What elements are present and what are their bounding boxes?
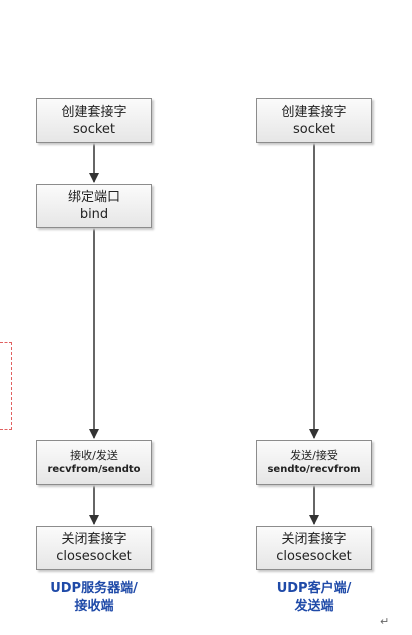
server-caption-line2: 接收端	[74, 599, 114, 614]
paragraph-mark-icon: ↵	[380, 615, 390, 628]
server-socket-zh: 创建套接字	[61, 104, 127, 120]
server-socket-en: socket	[72, 121, 116, 137]
server-bind-zh: 绑定端口	[67, 190, 120, 205]
server-recv-en: recvfrom/sendto	[47, 463, 141, 475]
client-close-box: 关闭套接字 closesocket	[256, 526, 372, 570]
dashed-selection-edge	[0, 342, 12, 430]
client-send-zh: 发送/接受	[290, 448, 338, 462]
server-bind-en: bind	[79, 207, 109, 222]
server-socket-box: 创建套接字 socket	[36, 98, 152, 143]
client-close-zh: 关闭套接字	[281, 532, 347, 547]
client-caption-line2: 发送端	[294, 599, 334, 614]
server-bind-box: 绑定端口 bind	[36, 184, 152, 228]
server-caption: UDP服务器端/ 接收端	[34, 580, 154, 616]
server-close-zh: 关闭套接字	[61, 532, 127, 547]
server-close-en: closesocket	[56, 549, 132, 564]
client-caption-line1: UDP客户端/	[276, 581, 352, 596]
client-socket-box: 创建套接字 socket	[256, 98, 372, 143]
client-socket-en: socket	[292, 121, 336, 137]
client-send-box: 发送/接受 sendto/recvfrom	[256, 440, 372, 485]
client-caption: UDP客户端/ 发送端	[254, 580, 374, 616]
client-socket-zh: 创建套接字	[281, 104, 347, 120]
server-caption-line1: UDP服务器端/	[50, 581, 138, 596]
server-close-box: 关闭套接字 closesocket	[36, 526, 152, 570]
server-recv-zh: 接收/发送	[70, 448, 118, 462]
server-recv-box: 接收/发送 recvfrom/sendto	[36, 440, 152, 485]
client-close-en: closesocket	[276, 549, 352, 564]
client-send-en: sendto/recvfrom	[267, 463, 361, 475]
